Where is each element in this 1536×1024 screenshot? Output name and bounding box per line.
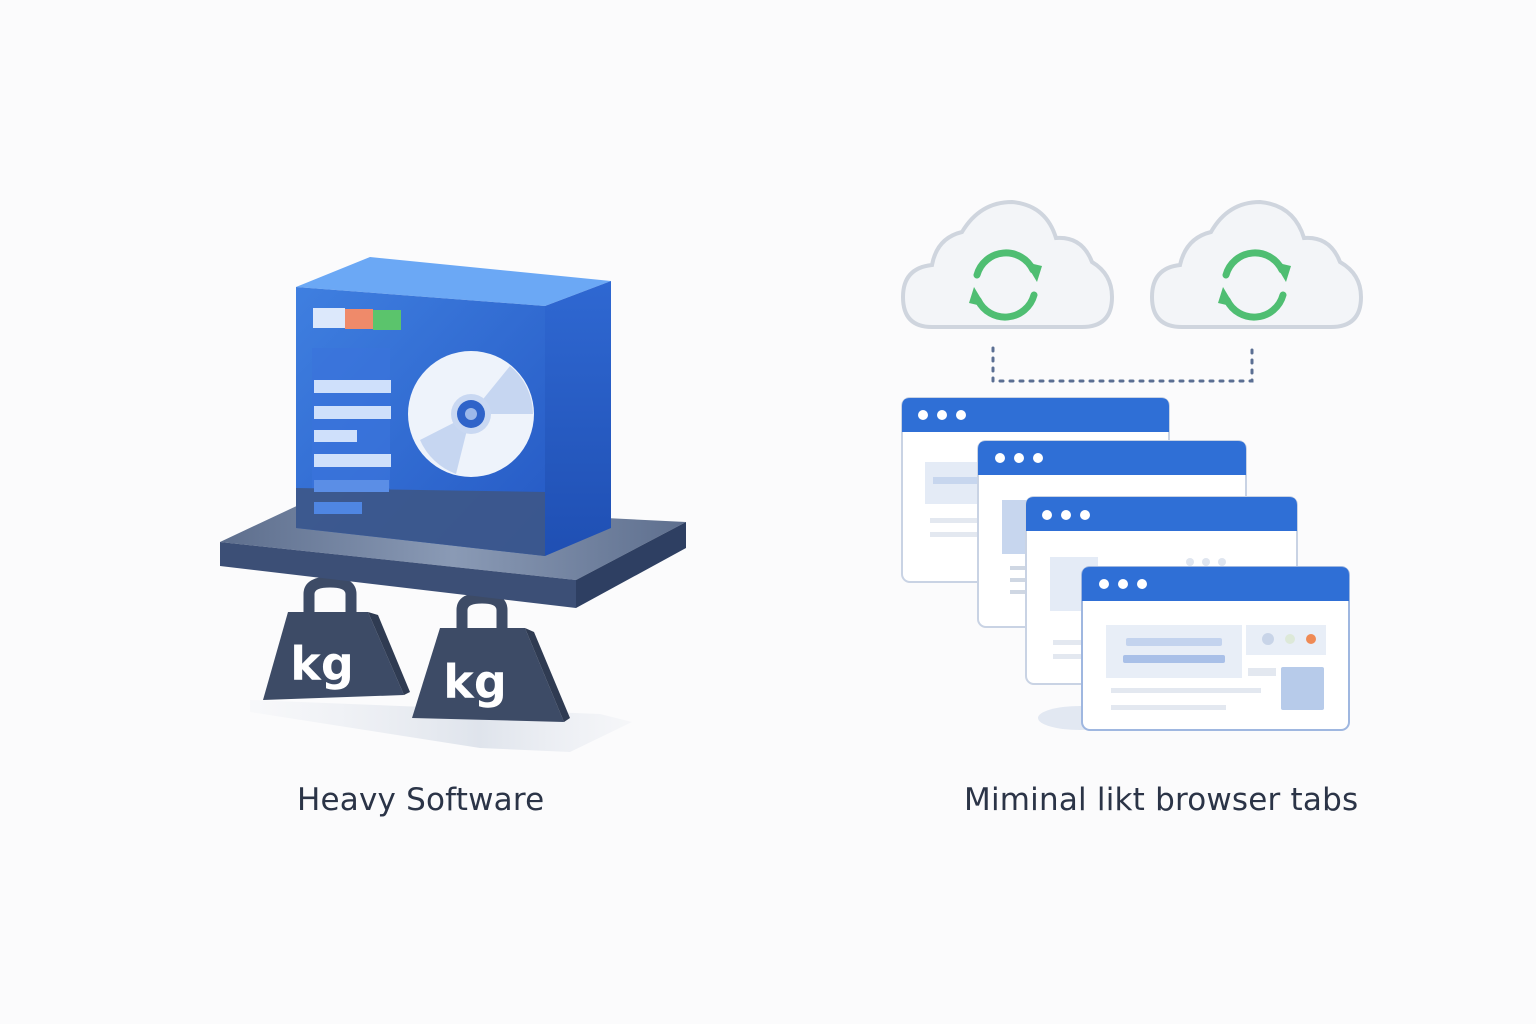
sync-icon — [973, 249, 1038, 321]
platform-front — [220, 542, 576, 608]
sync-arrow — [1218, 287, 1235, 307]
menu-line-1 — [314, 380, 391, 393]
sync-icon — [1222, 249, 1287, 321]
disc-icon — [408, 351, 534, 477]
weight-right-label: kg — [443, 655, 507, 709]
browser-tabs-illustration — [900, 199, 1364, 731]
menu-line-2 — [314, 406, 391, 419]
weight-right: kg — [412, 628, 570, 722]
browser-tabs-caption: Miminal likt browser tabs — [964, 782, 1359, 818]
browser-window-4 — [1081, 566, 1350, 731]
cloud-right — [1149, 199, 1364, 329]
platform-side — [576, 522, 686, 608]
sync-arrow — [1025, 262, 1042, 282]
color-bar-white — [313, 308, 345, 328]
sync-arrow — [969, 287, 986, 307]
heavy-software-caption: Heavy Software — [297, 782, 545, 818]
weight-handle-left — [303, 576, 357, 618]
weight-left-label: kg — [290, 637, 354, 691]
software-box-side — [545, 281, 611, 556]
weight-left: kg — [263, 612, 410, 700]
menu-line-5 — [314, 480, 389, 492]
dotted-connector — [991, 346, 1254, 383]
color-bar-green — [373, 310, 401, 330]
menu-line-3 — [314, 430, 357, 442]
menu-line-6 — [314, 502, 362, 514]
weight-handle-right — [456, 592, 508, 634]
cloud-left — [900, 199, 1115, 329]
heavy-software-illustration: kg kg — [220, 257, 686, 752]
software-box-top — [296, 257, 611, 306]
color-bar-orange — [345, 309, 373, 329]
sync-arrow — [1274, 262, 1291, 282]
software-box — [296, 257, 611, 556]
menu-line-4 — [314, 454, 391, 467]
